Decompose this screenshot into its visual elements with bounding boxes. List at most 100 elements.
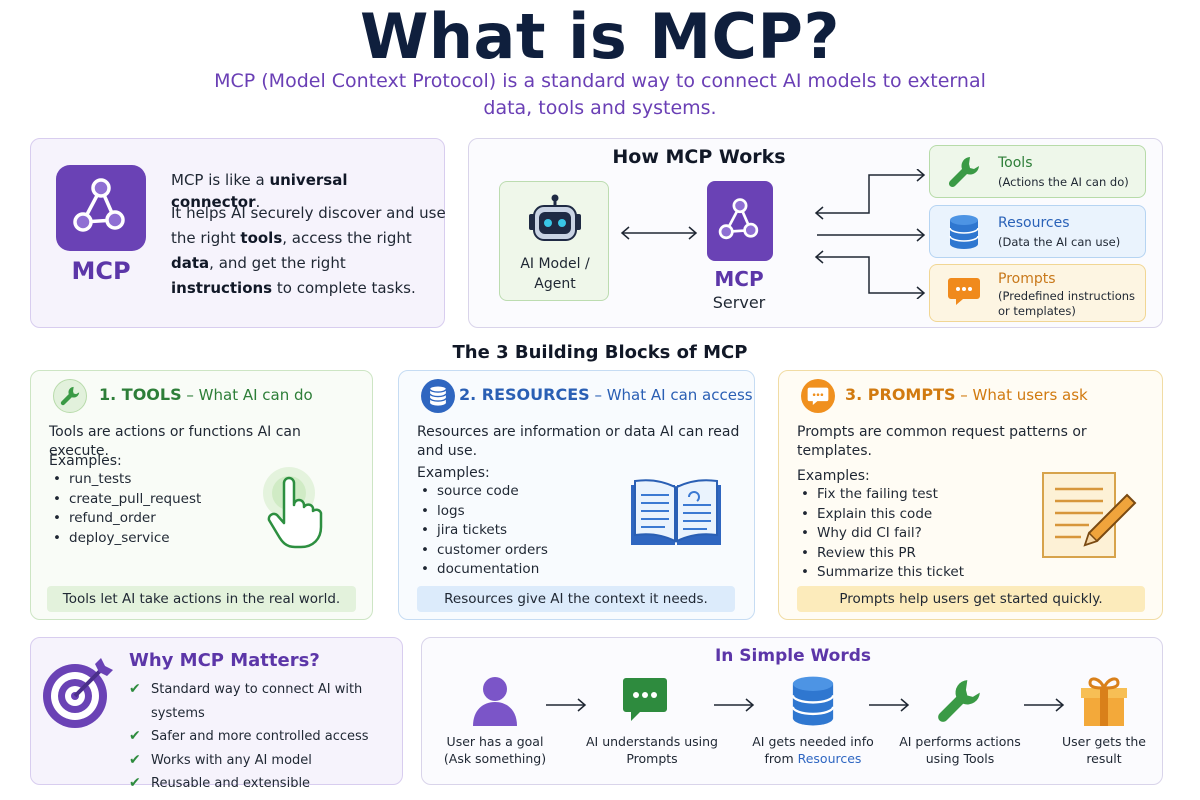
ai-agent-label: AI Model / Agent: [520, 256, 590, 292]
database-icon: [429, 386, 447, 406]
list-item: Review this PR: [801, 544, 964, 564]
resources-block-desc: Resources are information or data AI can…: [417, 424, 740, 459]
check-icon: ✔: [129, 775, 141, 791]
list-item: Explain this code: [801, 505, 964, 525]
database-icon: [949, 215, 979, 249]
list-item: source code: [421, 482, 548, 502]
ai-agent-box: AI Model / Agent: [499, 181, 609, 301]
user-icon: [473, 677, 517, 726]
step-user-goal: User has a goal(Ask something): [443, 734, 547, 766]
mcp-server-subtitle: Server: [712, 293, 766, 312]
prompts-block-desc: Prompts are common request patterns or t…: [797, 424, 1087, 459]
target-icon: [43, 658, 113, 728]
mcp-network-icon: [73, 178, 125, 232]
wrench-icon: [60, 386, 80, 406]
check-icon: ✔: [129, 728, 141, 744]
mcp-network-icon: [718, 198, 759, 240]
mcp-server-title: MCP: [714, 267, 764, 291]
list-item: ✔Safer and more controlled access: [129, 725, 402, 749]
why-mcp-matters-list: ✔Standard way to connect AI with systems…: [129, 678, 402, 796]
tools-block: 1. TOOLS – What AI can do Tools are acti…: [30, 370, 373, 620]
mcp-logo-text: MCP: [71, 257, 131, 285]
gift-icon: [1081, 677, 1127, 726]
why-mcp-matters-card: Why MCP Matters? ✔Standard way to connec…: [30, 637, 403, 791]
how-mcp-works-title: How MCP Works: [612, 146, 786, 168]
tools-block-desc: Tools are actions or functions AI can ex…: [49, 424, 301, 459]
list-item: run_tests: [53, 470, 201, 490]
step-arrow: [546, 698, 587, 712]
resources-block-icon: [421, 379, 455, 413]
prompts-capability-desc: (Predefined instructions or templates): [998, 289, 1136, 318]
server-capability-arrows: [814, 169, 926, 299]
speech-bubble-icon: [807, 387, 829, 406]
prompts-capability-title: Prompts: [998, 271, 1056, 287]
list-item: ✔Reusable and extensible: [129, 772, 402, 796]
chat-icon: [623, 678, 667, 721]
prompts-examples-label: Examples:: [797, 468, 870, 484]
resources-block-title: 2. RESOURCES – What AI can access: [459, 385, 753, 404]
tools-block-icon: [53, 379, 87, 413]
wrench-icon: [948, 157, 979, 188]
list-item: ✔Works with any AI model: [129, 749, 402, 773]
list-item: logs: [421, 502, 548, 522]
check-icon: ✔: [129, 681, 141, 697]
tools-examples-list: run_tests create_pull_request refund_ord…: [53, 470, 201, 548]
robot-icon: [529, 194, 581, 241]
resources-capability-title: Resources: [998, 215, 1070, 231]
list-item: deploy_service: [53, 529, 201, 549]
tools-capability-box: Tools (Actions the AI can do): [929, 145, 1146, 198]
notepad-pencil-icon: [1042, 472, 1137, 558]
wrench-icon: [938, 680, 980, 722]
list-item: documentation: [421, 560, 548, 580]
list-item: customer orders: [421, 541, 548, 561]
list-item: Summarize this ticket: [801, 563, 964, 583]
resources-block-footer: Resources give AI the context it needs.: [417, 586, 735, 612]
building-blocks-heading: The 3 Building Blocks of MCP: [452, 342, 748, 363]
prompts-block-title: 3. PROMPTS – What users ask: [845, 385, 1088, 404]
resources-examples-label: Examples:: [417, 465, 490, 481]
check-icon: ✔: [129, 751, 141, 768]
page-subtitle: MCP (Model Context Protocol) is a standa…: [214, 70, 986, 119]
agent-server-arrow: [620, 226, 698, 240]
list-item: create_pull_request: [53, 490, 201, 510]
list-item: refund_order: [53, 509, 201, 529]
mcp-server-logo: [707, 181, 773, 261]
in-simple-words-title: In Simple Words: [714, 646, 872, 666]
list-item: jira tickets: [421, 521, 548, 541]
intro-headline: MCP is like a universal connector.: [171, 171, 348, 211]
database-icon: [791, 676, 835, 726]
pointing-hand-icon: [263, 467, 323, 549]
resources-capability-desc: (Data the AI can use): [998, 235, 1121, 249]
list-item: Why did CI fail?: [801, 524, 964, 544]
page-title: What is MCP?: [360, 0, 840, 73]
tools-capability-desc: (Actions the AI can do): [998, 175, 1129, 189]
intro-card: MCP MCP is like a universal connector. I…: [30, 138, 446, 328]
intro-description: It helps AI securely discover and use th…: [171, 204, 446, 297]
step-arrow: [1024, 698, 1065, 712]
resources-block: 2. RESOURCES – What AI can access Resour…: [398, 370, 755, 620]
speech-bubble-icon: [948, 278, 980, 305]
prompts-block-icon: [801, 379, 835, 413]
prompts-capability-box: Prompts (Predefined instructions or temp…: [929, 264, 1146, 322]
tools-block-footer: Tools let AI take actions in the real wo…: [47, 586, 356, 612]
step-arrow: [714, 698, 755, 712]
prompts-examples-list: Fix the failing test Explain this code W…: [801, 485, 964, 583]
open-book-icon: [631, 479, 721, 545]
in-simple-words-card: In Simple Words User has a goal(Ask some…: [421, 637, 1163, 785]
step-arrow: [869, 698, 910, 712]
prompts-block-footer: Prompts help users get started quickly.: [797, 586, 1145, 612]
prompts-block: 3. PROMPTS – What users ask Prompts are …: [778, 370, 1163, 620]
mcp-logo: [56, 165, 146, 251]
resources-capability-box: Resources (Data the AI can use): [929, 205, 1146, 258]
why-mcp-matters-title: Why MCP Matters?: [129, 650, 320, 671]
tools-examples-label: Examples:: [49, 453, 122, 469]
tools-block-title: 1. TOOLS – What AI can do: [99, 385, 313, 404]
resources-examples-list: source code logs jira tickets customer o…: [421, 482, 548, 580]
list-item: ✔Standard way to connect AI with systems: [129, 678, 402, 725]
tools-capability-title: Tools: [998, 155, 1033, 171]
list-item: Fix the failing test: [801, 485, 964, 505]
